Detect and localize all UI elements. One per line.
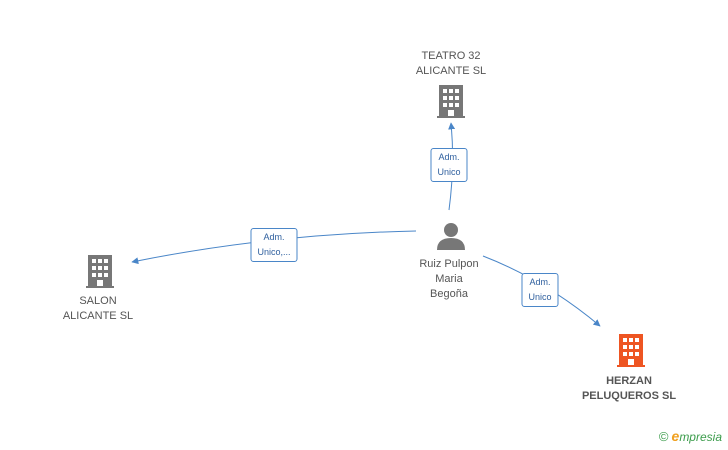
brand-initial: e [671, 428, 680, 444]
building-icon [617, 334, 645, 367]
edge-label-line: Unico [437, 167, 461, 177]
node-label-line: ALICANTE SL [415, 65, 487, 77]
edge-label-line: Adm. [529, 277, 551, 287]
building-icon [86, 255, 114, 288]
node-label-line: Ruiz Pulpon [419, 258, 479, 270]
node-label-person[interactable]: Ruiz Pulpon Maria Begoña [419, 257, 478, 302]
node-label-herzan[interactable]: HERZAN PELUQUEROS SL [582, 374, 676, 404]
brand-wordmark: empresia [672, 428, 722, 444]
edge-label-line: Unico [528, 292, 552, 302]
edge-label-to-salon: Adm. Unico,... [250, 228, 298, 262]
node-label-line: HERZAN [606, 375, 652, 387]
node-label-teatro[interactable]: TEATRO 32 ALICANTE SL [416, 49, 486, 79]
node-label-line: PELUQUEROS SL [581, 390, 677, 402]
node-label-line: TEATRO 32 [421, 50, 481, 62]
brand-name: mpresia [679, 430, 722, 444]
edge-label-line: Unico,... [257, 247, 291, 257]
copyright-symbol: © [658, 428, 669, 444]
edge-label-line: Adm. [438, 152, 460, 162]
building-icon [437, 85, 465, 118]
edge-label-to-herzan: Adm. Unico [521, 273, 559, 307]
node-label-salon[interactable]: SALON ALICANTE SL [63, 294, 133, 324]
node-label-line: ALICANTE SL [62, 310, 134, 322]
edge-label-to-teatro: Adm. Unico [430, 148, 468, 182]
node-label-line: SALON [79, 295, 117, 307]
node-label-line: Begoña [430, 288, 468, 300]
edge-label-line: Adm. [263, 232, 285, 242]
brand-logo[interactable]: © empresia [659, 428, 722, 444]
person-icon [437, 223, 465, 250]
node-label-line: Maria [435, 273, 463, 285]
